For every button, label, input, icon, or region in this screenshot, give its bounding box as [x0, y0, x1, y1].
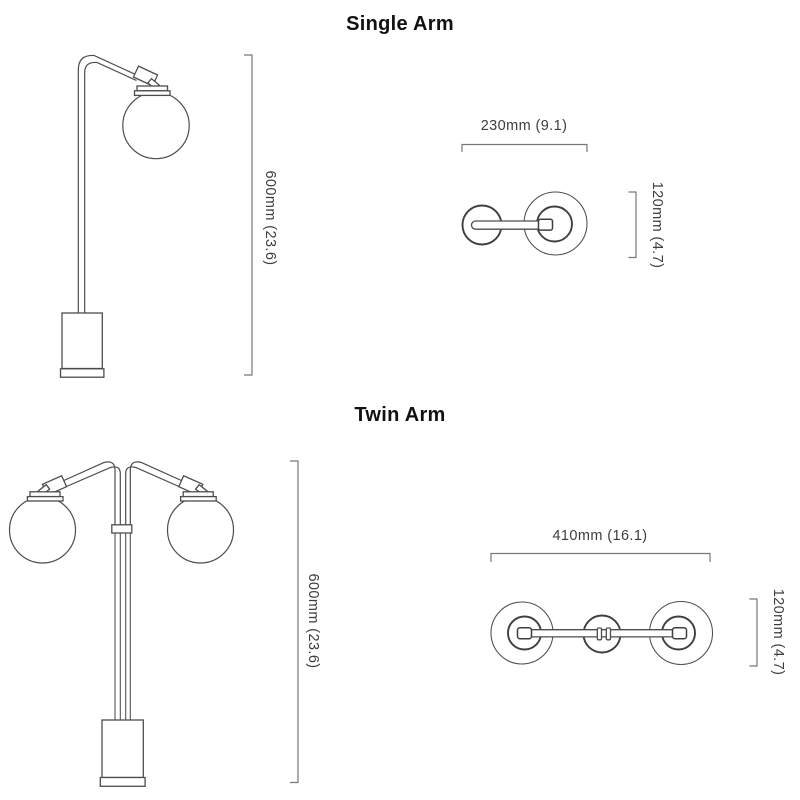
twin-arm-depth-dimension-label: 120mm (4.7) — [770, 588, 786, 676]
twin-right-arm-outer-line — [129, 461, 187, 526]
single-globe-circle — [122, 91, 190, 160]
twin-left-head-plate-bottom — [26, 495, 64, 502]
single-depth-dim-bracket — [628, 191, 637, 259]
twin-right-head-plate-top — [182, 491, 214, 498]
twin-width-dim-bracket — [490, 552, 711, 562]
twin-right-head-plate-bottom — [179, 495, 217, 502]
single-arm-height-dimension-label: 600mm (23.6) — [262, 170, 278, 266]
twin-arm-side-drawing — [8, 460, 299, 787]
twin-left-globe-circle — [8, 496, 77, 564]
twin-height-dim-bracket — [290, 460, 299, 784]
twin-depth-dim-bracket — [749, 598, 758, 667]
twin-pole-collar — [111, 524, 133, 534]
single-base-cylinder — [61, 312, 103, 370]
single-head-plate-top — [136, 85, 169, 92]
twin-top-center-connector-right — [605, 627, 612, 641]
single-arm-depth-dimension-label: 120mm (4.7) — [649, 181, 665, 269]
single-head-plate-bottom — [133, 90, 171, 97]
single-top-arm-end-cap — [537, 218, 554, 231]
single-height-dim-bracket — [244, 54, 253, 376]
single-arm-side-drawing — [59, 54, 253, 378]
single-width-dim-bracket — [461, 143, 588, 152]
twin-top-center-connector-left — [596, 627, 603, 641]
twin-arm-top-drawing — [490, 552, 758, 667]
single-arm-top-drawing — [461, 143, 637, 259]
twin-left-arm-outer-line — [59, 461, 116, 526]
twin-right-arm-inner-line — [125, 466, 183, 526]
twin-right-globe-circle — [166, 496, 235, 564]
twin-base-cylinder — [101, 719, 144, 779]
twin-base-ring — [99, 776, 146, 787]
single-arm-width-dimension-label: 230mm (9.1) — [480, 118, 568, 134]
single-base-ring — [59, 368, 105, 378]
twin-top-left-arm-end-cap — [516, 626, 533, 640]
twin-left-arm-inner-line — [62, 466, 121, 526]
twin-arm-section-title: Twin Arm — [354, 404, 446, 426]
twin-arm-height-dimension-label: 600mm (23.6) — [305, 573, 321, 669]
single-pole-inner-line — [84, 61, 137, 313]
single-pole-outer-line — [77, 54, 141, 313]
single-arm-section-title: Single Arm — [346, 13, 454, 35]
twin-pole-tube-lines — [114, 530, 131, 720]
twin-left-head-plate-top — [29, 491, 61, 498]
twin-arm-width-dimension-label: 410mm (16.1) — [552, 528, 648, 544]
twin-top-right-arm-end-cap — [671, 626, 688, 640]
